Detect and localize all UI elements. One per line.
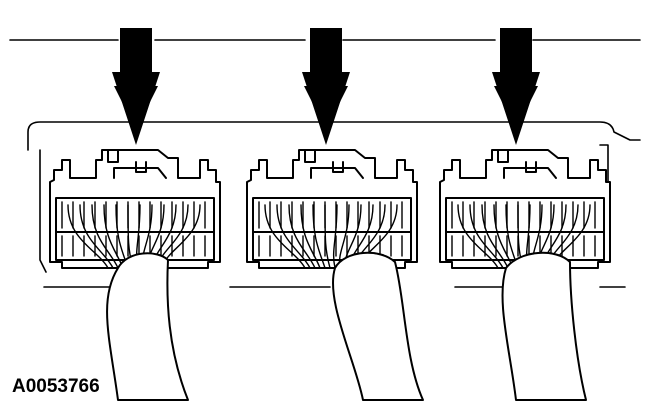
wire-bundle <box>501 251 587 401</box>
connector-left <box>49 149 221 401</box>
figure-id-label: A0053766 <box>12 376 100 397</box>
module-housing <box>9 39 641 288</box>
connector-right <box>439 149 611 401</box>
wire-bundle <box>106 252 189 401</box>
wire-bundle <box>332 251 424 401</box>
connector-center <box>246 149 424 401</box>
